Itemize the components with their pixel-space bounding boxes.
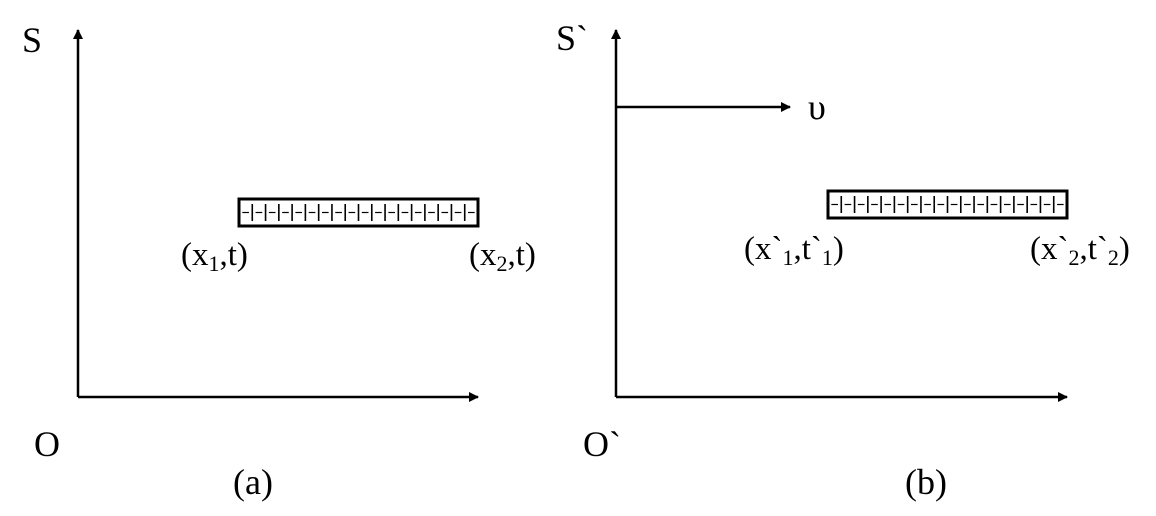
panel-a-rod-left-label: (x1,t): [181, 239, 248, 275]
label-text: ,t): [219, 237, 248, 273]
velocity-label: υ: [808, 87, 826, 127]
panel-a-rod: [237, 197, 480, 228]
panel-b-rod: [826, 189, 1069, 220]
label-text: (x`: [744, 231, 783, 267]
panel-a-origin-label: O: [34, 424, 60, 464]
subscript: 2: [1068, 245, 1080, 270]
panel-b-y-axis-label: S`: [556, 18, 589, 58]
subscript: 1: [782, 245, 794, 270]
panel-a-caption: (a): [233, 462, 273, 502]
label-text: ): [1118, 231, 1130, 267]
panel-b-caption: (b): [905, 462, 947, 502]
panel-a-y-axis-label: S: [22, 20, 43, 60]
label-text: ,t`: [1079, 231, 1108, 267]
panel-b-rod-right-label: (x`2,t`2): [1030, 233, 1130, 269]
subscript: 1: [821, 245, 833, 270]
label-text: (x: [181, 237, 209, 273]
subscript: 2: [1107, 245, 1119, 270]
label-text: ,t): [507, 237, 536, 273]
label-text: ): [832, 231, 844, 267]
label-text: (x: [469, 237, 497, 273]
subscript: 2: [496, 251, 508, 276]
label-text: (x`: [1030, 231, 1069, 267]
subscript: 1: [208, 251, 220, 276]
panel-b-rod-left-label: (x`1,t`1): [744, 233, 844, 269]
panel-b-origin-label: O`: [583, 424, 621, 464]
label-text: ,t`: [793, 231, 822, 267]
panel-a-rod-right-label: (x2,t): [469, 239, 536, 275]
